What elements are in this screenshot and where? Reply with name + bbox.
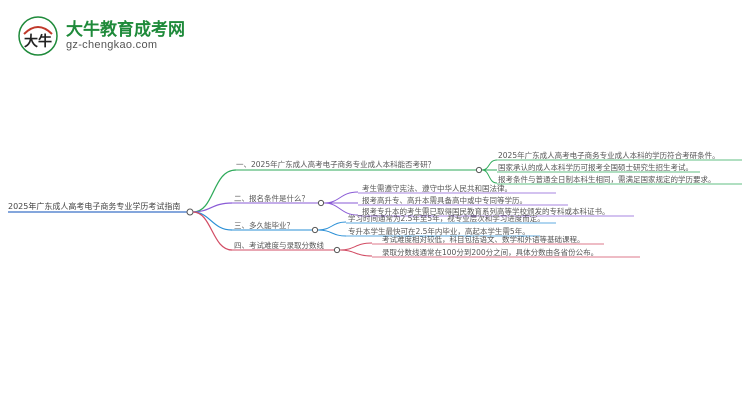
logo-title: 大牛教育成考网 bbox=[66, 20, 185, 40]
branch-1-child-3-connector bbox=[481, 169, 498, 184]
branch-3-child-2[interactable]: 专升本学生最快可在2.5年内毕业，高起本学生需5年。 bbox=[348, 227, 530, 236]
branch-1-label[interactable]: 一、2025年广东成人高考电子商务专业成人本科能否考研？ bbox=[236, 160, 436, 169]
branch-4-connector bbox=[192, 211, 233, 251]
logo-mark-icon: 大牛 bbox=[18, 16, 58, 56]
root-node-dot bbox=[186, 208, 194, 216]
branch-4-child-2[interactable]: 录取分数线通常在100分到200分之间，具体分数由各省份公布。 bbox=[382, 248, 599, 257]
branch-3-child-2-connector bbox=[317, 229, 347, 237]
branch-1-child-2[interactable]: 国家承认的成人本科学历可报考全国硕士研究生招生考试。 bbox=[498, 163, 693, 172]
branch-4-child-1[interactable]: 考试难度相对较低，科目包括语文、数学和外语等基础课程。 bbox=[382, 235, 585, 244]
branch-3-dot bbox=[311, 226, 319, 234]
site-logo[interactable]: 大牛 大牛教育成考网 gz-chengkao.com bbox=[14, 12, 204, 60]
branch-2-child-1[interactable]: 考生需遵守宪法、遵守中华人民共和国法律。 bbox=[362, 184, 512, 193]
branch-3-connector bbox=[192, 211, 233, 231]
branch-2-label[interactable]: 二、报名条件是什么？ bbox=[234, 194, 309, 203]
branch-3-child-1[interactable]: 学习时间通常为2.5年至5年，视专业层次和学习进度而定。 bbox=[348, 214, 545, 223]
branch-2-child-2[interactable]: 报考高升专、高升本需具备高中或中专同等学历。 bbox=[362, 196, 527, 205]
branch-2-child-3[interactable]: 报考专升本的考生需已取得国民教育系列高等学校颁发的专科或本科证书。 bbox=[362, 207, 610, 216]
branch-2-dot bbox=[317, 199, 325, 207]
branch-1-connector bbox=[192, 169, 237, 213]
branch-3-label[interactable]: 三、多久能毕业？ bbox=[234, 221, 294, 230]
branch-3-child-1-connector bbox=[317, 221, 347, 231]
branch-2-child-3-connector bbox=[323, 202, 359, 216]
branch-1-child-1[interactable]: 2025年广东成人高考电子商务专业成人本科的学历符合考研条件。 bbox=[498, 151, 720, 160]
mindmap-root[interactable]: 2025年广东成人高考电子商务专业学历考试指南 bbox=[8, 202, 181, 211]
branch-1-child-1-connector bbox=[481, 159, 498, 171]
logo-url: gz-chengkao.com bbox=[66, 39, 158, 51]
logo-mark-text: 大牛 bbox=[24, 33, 52, 50]
branch-1-dot bbox=[475, 166, 483, 174]
branch-2-child-1-connector bbox=[323, 191, 359, 204]
branch-4-dot bbox=[333, 246, 341, 254]
branch-1-child-3[interactable]: 报考条件与普通全日制本科生相同，需满足国家规定的学历要求。 bbox=[498, 175, 716, 184]
branch-4-child-1-connector bbox=[339, 242, 373, 251]
branch-4-child-2-connector bbox=[339, 249, 373, 257]
branch-4-label[interactable]: 四、考试难度与录取分数线 bbox=[234, 241, 324, 250]
